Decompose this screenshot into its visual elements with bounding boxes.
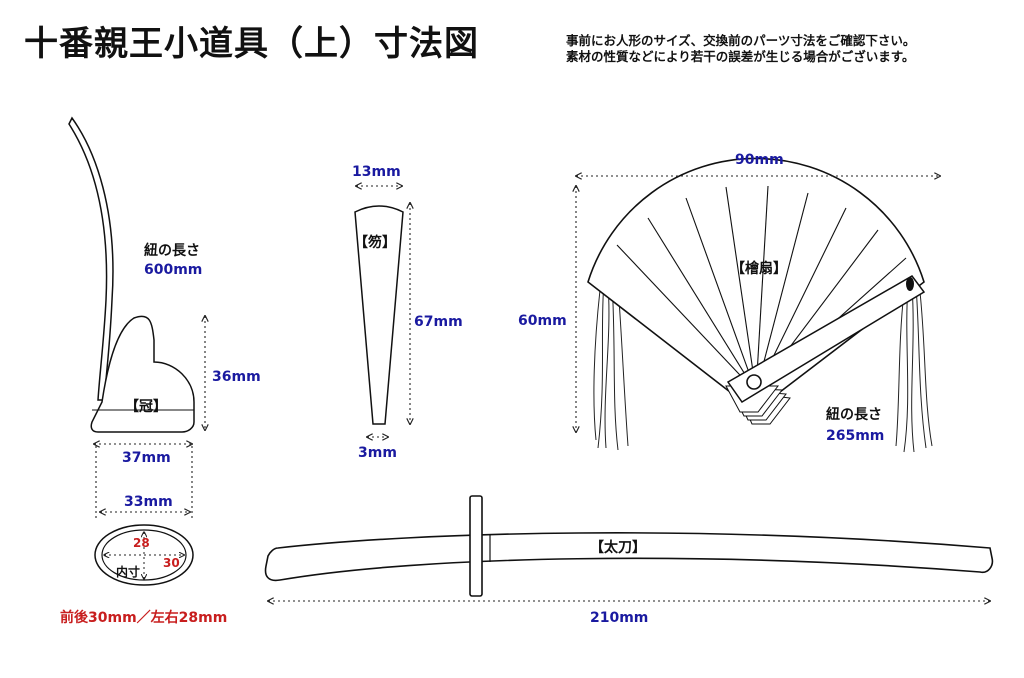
kanmuri-string [68, 116, 114, 401]
kanmuri-inner-diagram [94, 524, 194, 586]
shaku-length: 67mm [414, 314, 463, 330]
kanmuri-inner-label: 内寸 [116, 565, 141, 579]
tachi-drawing [264, 495, 994, 597]
hiougi-strings [593, 281, 933, 453]
kanmuri-body [90, 315, 195, 433]
kanmuri-string-length: 600mm [144, 262, 203, 278]
note-line-2: 素材の性質などにより若干の誤差が生じる場合がございます。 [566, 49, 915, 64]
kanmuri-dim-lines [94, 316, 205, 520]
shaku-dim-lines [356, 186, 410, 437]
page-title: 十番親王小道具（上）寸法図 [24, 24, 479, 64]
kanmuri-inner-front: 28 [133, 536, 150, 550]
shaku-drawing [354, 205, 404, 425]
hiougi-dim-lines [576, 176, 940, 432]
kanmuri-string-label: 紐の長さ [144, 243, 200, 259]
notes: 事前にお人形のサイズ、交換前のパーツ寸法をご確認下さい。 素材の性質などにより若… [566, 33, 915, 65]
kanmuri-inner-side: 30 [163, 556, 180, 570]
hiougi-string-length: 265mm [826, 428, 885, 444]
hiougi-string-label: 紐の長さ [826, 407, 882, 423]
hiougi-width: 90mm [735, 152, 784, 168]
kanmuri-inner-width: 33mm [124, 494, 173, 510]
note-line-1: 事前にお人形のサイズ、交換前のパーツ寸法をご確認下さい。 [566, 33, 916, 48]
shaku-top-width: 13mm [352, 164, 401, 180]
kanmuri-drawing [68, 116, 195, 433]
hiougi-drawing [587, 157, 933, 453]
kanmuri-inner-note: 前後30mm／左右28mm [60, 610, 228, 626]
kanmuri-height: 36mm [212, 369, 261, 385]
shaku-bottom-width: 3mm [358, 445, 397, 461]
kanmuri-name: 【冠】 [125, 399, 167, 415]
tachi-length: 210mm [590, 610, 649, 626]
hiougi-name: 【檜扇】 [731, 261, 787, 277]
tachi-name: 【太刀】 [590, 540, 646, 556]
hiougi-height: 60mm [518, 313, 567, 329]
shaku-name: 【笏】 [354, 235, 396, 251]
kanmuri-width: 37mm [122, 450, 171, 466]
